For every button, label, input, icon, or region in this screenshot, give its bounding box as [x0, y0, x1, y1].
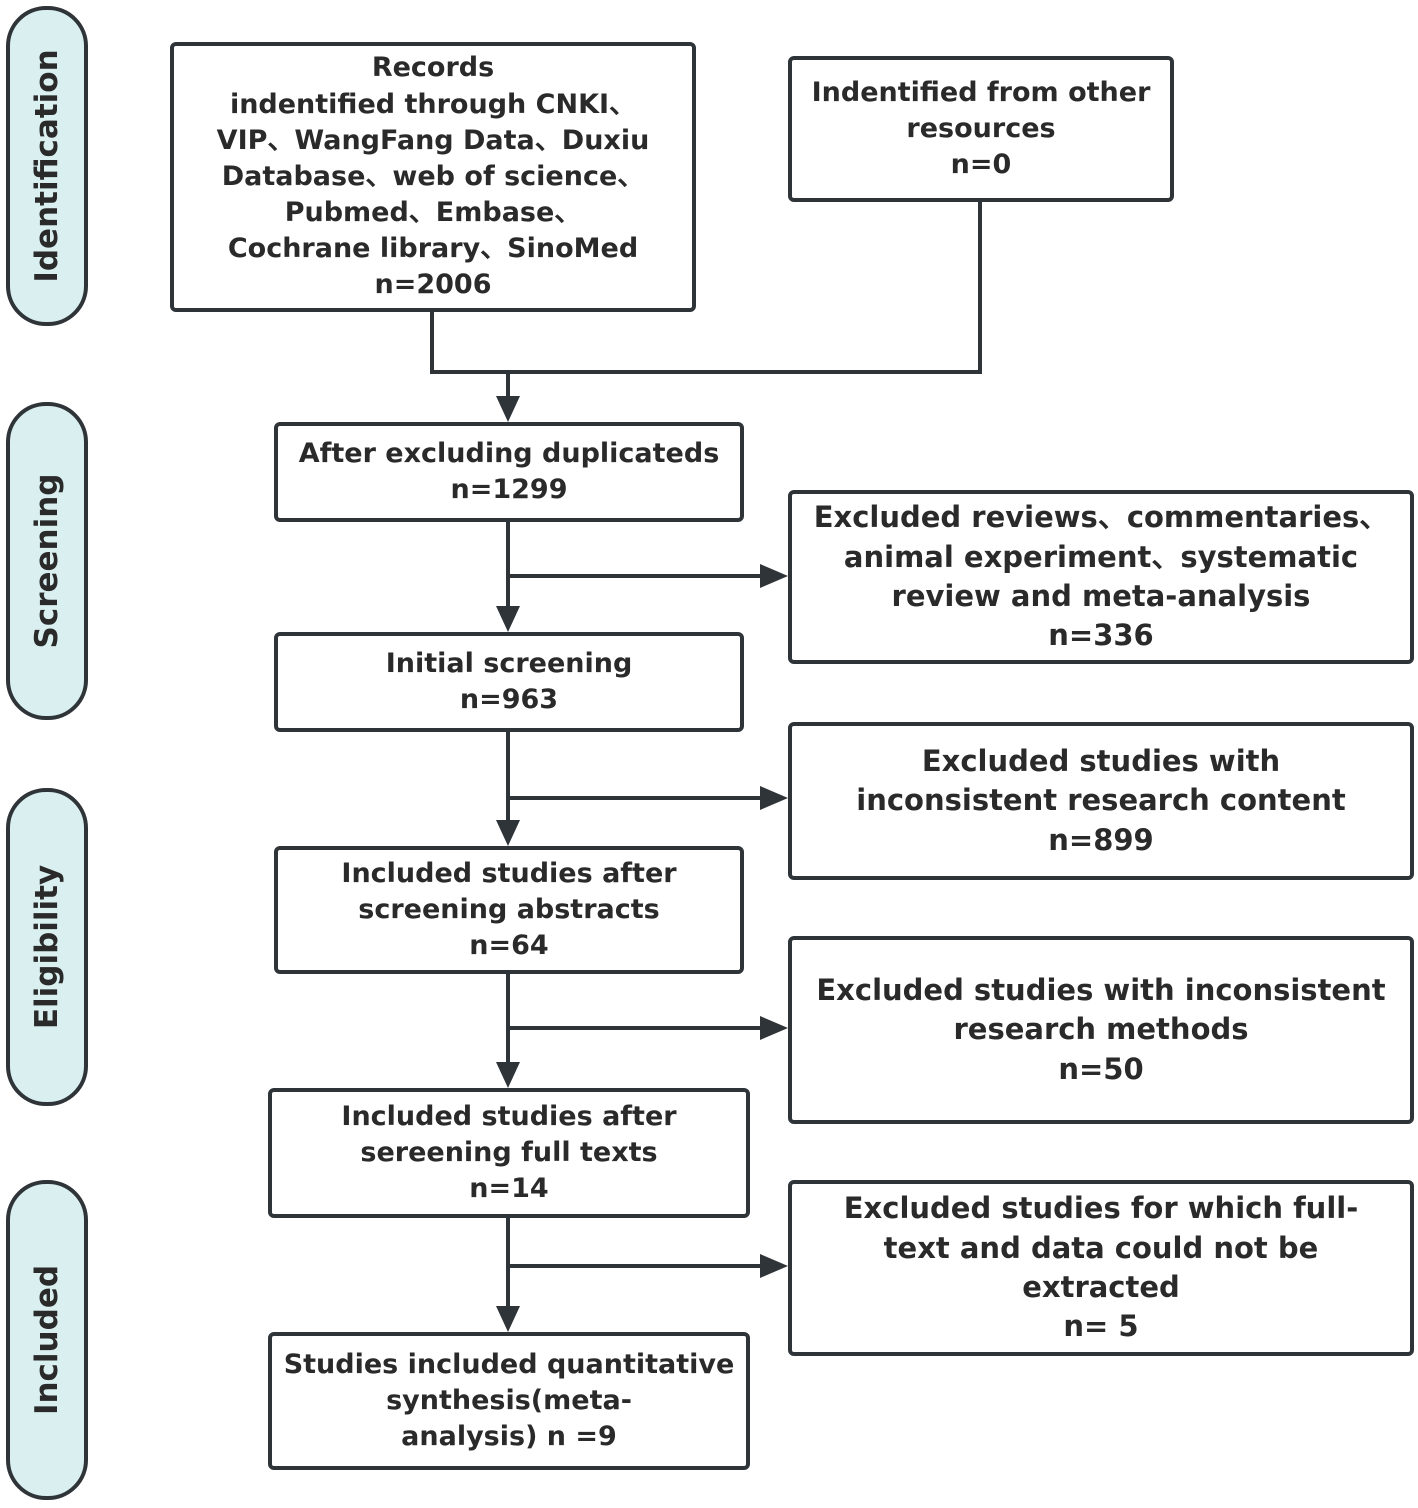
records-line-4: Database、web of science、 [221, 160, 645, 192]
excluded-methods-line-2: research methods [953, 1012, 1249, 1047]
duplicates-box: After excluding duplicateds n=1299 [274, 422, 744, 522]
other-resources-box: Indentified from other resources n=0 [788, 56, 1174, 202]
records-line-2: indentified through CNKI、 [229, 88, 637, 120]
excluded-reviews-count: n=336 [1048, 618, 1154, 653]
duplicates-line-1: After excluding duplicateds [298, 437, 720, 469]
other-line-2: resources [906, 112, 1056, 144]
arrowhead-down-synthesis [496, 1306, 520, 1332]
other-count: n=0 [950, 149, 1012, 181]
records-line-3: VIP、WangFang Data、Duxiu [216, 124, 650, 156]
synthesis-line-3: analysis) n =9 [401, 1421, 617, 1453]
excluded-fulltext-line-3: extracted [1022, 1270, 1180, 1304]
abstracts-line-1: Included studies after [341, 857, 677, 889]
excluded-content-line-2: inconsistent research content [856, 783, 1346, 818]
arrowhead-right-methods [760, 1016, 788, 1040]
abstracts-count: n=64 [469, 930, 549, 962]
synthesis-box: Studies included quantitative synthesis(… [268, 1332, 750, 1470]
fulltexts-box: Included studies after sereening full te… [268, 1088, 750, 1218]
records-line-1: Records [371, 52, 495, 84]
stage-included: Included [6, 1180, 88, 1500]
fulltexts-line-2: sereening full texts [360, 1136, 658, 1168]
initial-line-1: Initial screening [385, 647, 633, 679]
arrowhead-right-content [760, 786, 788, 810]
records-line-5: Pubmed、Embase、 [284, 197, 582, 229]
synthesis-line-2: synthesis(meta- [386, 1384, 632, 1416]
excluded-reviews-line-2: animal experiment、systematic [843, 539, 1359, 574]
arrowhead-right-fulltext [760, 1254, 788, 1278]
initial-screening-box: Initial screening n=963 [274, 632, 744, 732]
excluded-fulltext-box: Excluded studies for which full- text an… [788, 1180, 1414, 1356]
stage-identification: Identification [6, 6, 88, 326]
excluded-content-count: n=899 [1048, 822, 1154, 857]
excluded-reviews-box: Excluded reviews、commentaries、 animal ex… [788, 490, 1414, 664]
excluded-content-box: Excluded studies with inconsistent resea… [788, 722, 1414, 880]
arrowhead-down-abstracts [496, 820, 520, 846]
excluded-reviews-line-1: Excluded reviews、commentaries、 [813, 500, 1389, 535]
synthesis-line-1: Studies included quantitative [283, 1348, 735, 1380]
arrowhead-down-fulltexts [496, 1062, 520, 1088]
excluded-content-line-1: Excluded studies with [921, 743, 1281, 778]
initial-count: n=963 [459, 684, 559, 715]
stage-eligibility: Eligibility [6, 788, 88, 1106]
connector-records [430, 310, 508, 374]
stage-screening: Screening [6, 402, 88, 720]
excluded-methods-line-1: Excluded studies with inconsistent [816, 972, 1386, 1007]
excluded-methods-box: Excluded studies with inconsistent resea… [788, 936, 1414, 1124]
duplicates-count: n=1299 [450, 474, 568, 505]
excluded-methods-count: n=50 [1058, 1051, 1144, 1086]
records-count: n=2006 [374, 269, 492, 301]
excluded-fulltext-line-1: Excluded studies for which full- [843, 1191, 1359, 1226]
connector-other [508, 198, 982, 374]
other-line-1: Indentified from other [811, 76, 1151, 108]
records-line-6: Cochrane library、SinoMed [227, 233, 639, 265]
fulltexts-line-1: Included studies after [341, 1100, 677, 1132]
excluded-fulltext-count: n= 5 [1063, 1309, 1139, 1344]
arrowhead-right-reviews [760, 564, 788, 588]
arrowhead-down-duplicates [496, 396, 520, 422]
fulltexts-count: n=14 [469, 1173, 549, 1205]
abstracts-box: Included studies after screening abstrac… [274, 846, 744, 974]
arrowhead-down-initial [496, 606, 520, 632]
excluded-fulltext-line-2: text and data could not be [883, 1230, 1319, 1265]
abstracts-line-2: screening abstracts [358, 893, 660, 925]
excluded-reviews-line-3: review and meta-analysis [891, 579, 1311, 613]
records-box: Records indentified through CNKI、 VIP、Wa… [170, 42, 696, 312]
